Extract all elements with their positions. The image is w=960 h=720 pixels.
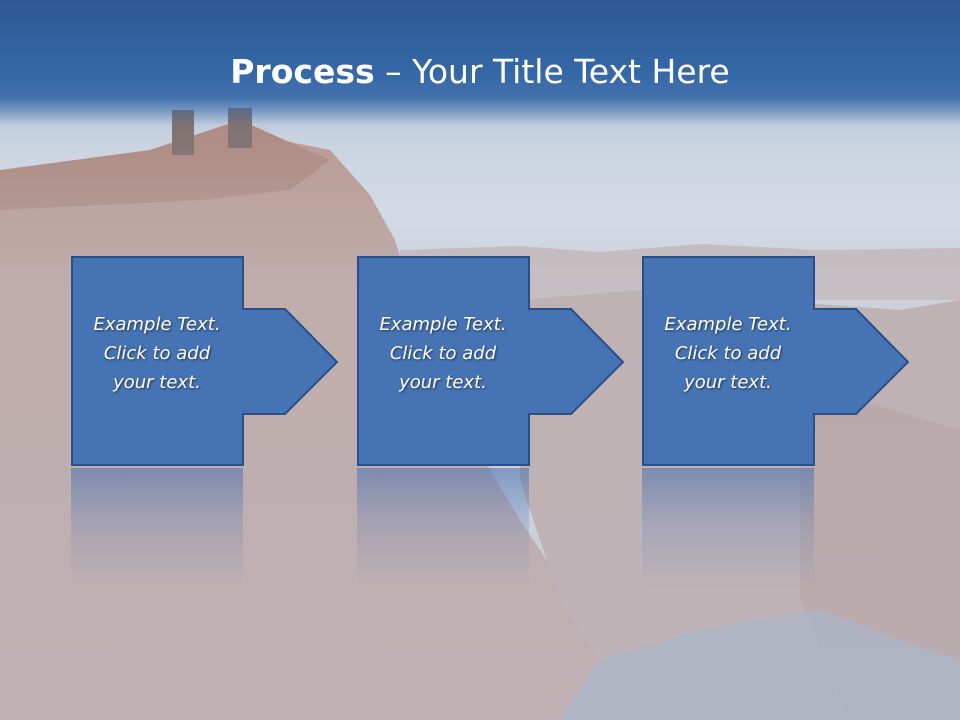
right-arrow-icon (357, 256, 625, 466)
process-step-3[interactable]: Example Text. Click to add your text. (642, 256, 960, 466)
process-step-1[interactable]: Example Text. Click to add your text. (71, 256, 411, 466)
step-reflection (642, 468, 814, 588)
step-text[interactable]: Example Text. Click to add your text. (379, 314, 507, 393)
title-bar (0, 0, 960, 125)
step-text[interactable]: Example Text. Click to add your text. (664, 314, 792, 393)
right-arrow-icon (642, 256, 910, 466)
title-bold: Process (230, 52, 375, 91)
step-reflection (357, 468, 529, 588)
process-step-2[interactable]: Example Text. Click to add your text. (357, 256, 697, 466)
right-arrow-icon (71, 256, 339, 466)
slide-title[interactable]: Process – Your Title Text Here (0, 52, 960, 91)
step-reflection (71, 468, 243, 588)
step-text[interactable]: Example Text. Click to add your text. (93, 314, 221, 393)
title-text: – Your Title Text Here (374, 52, 730, 91)
